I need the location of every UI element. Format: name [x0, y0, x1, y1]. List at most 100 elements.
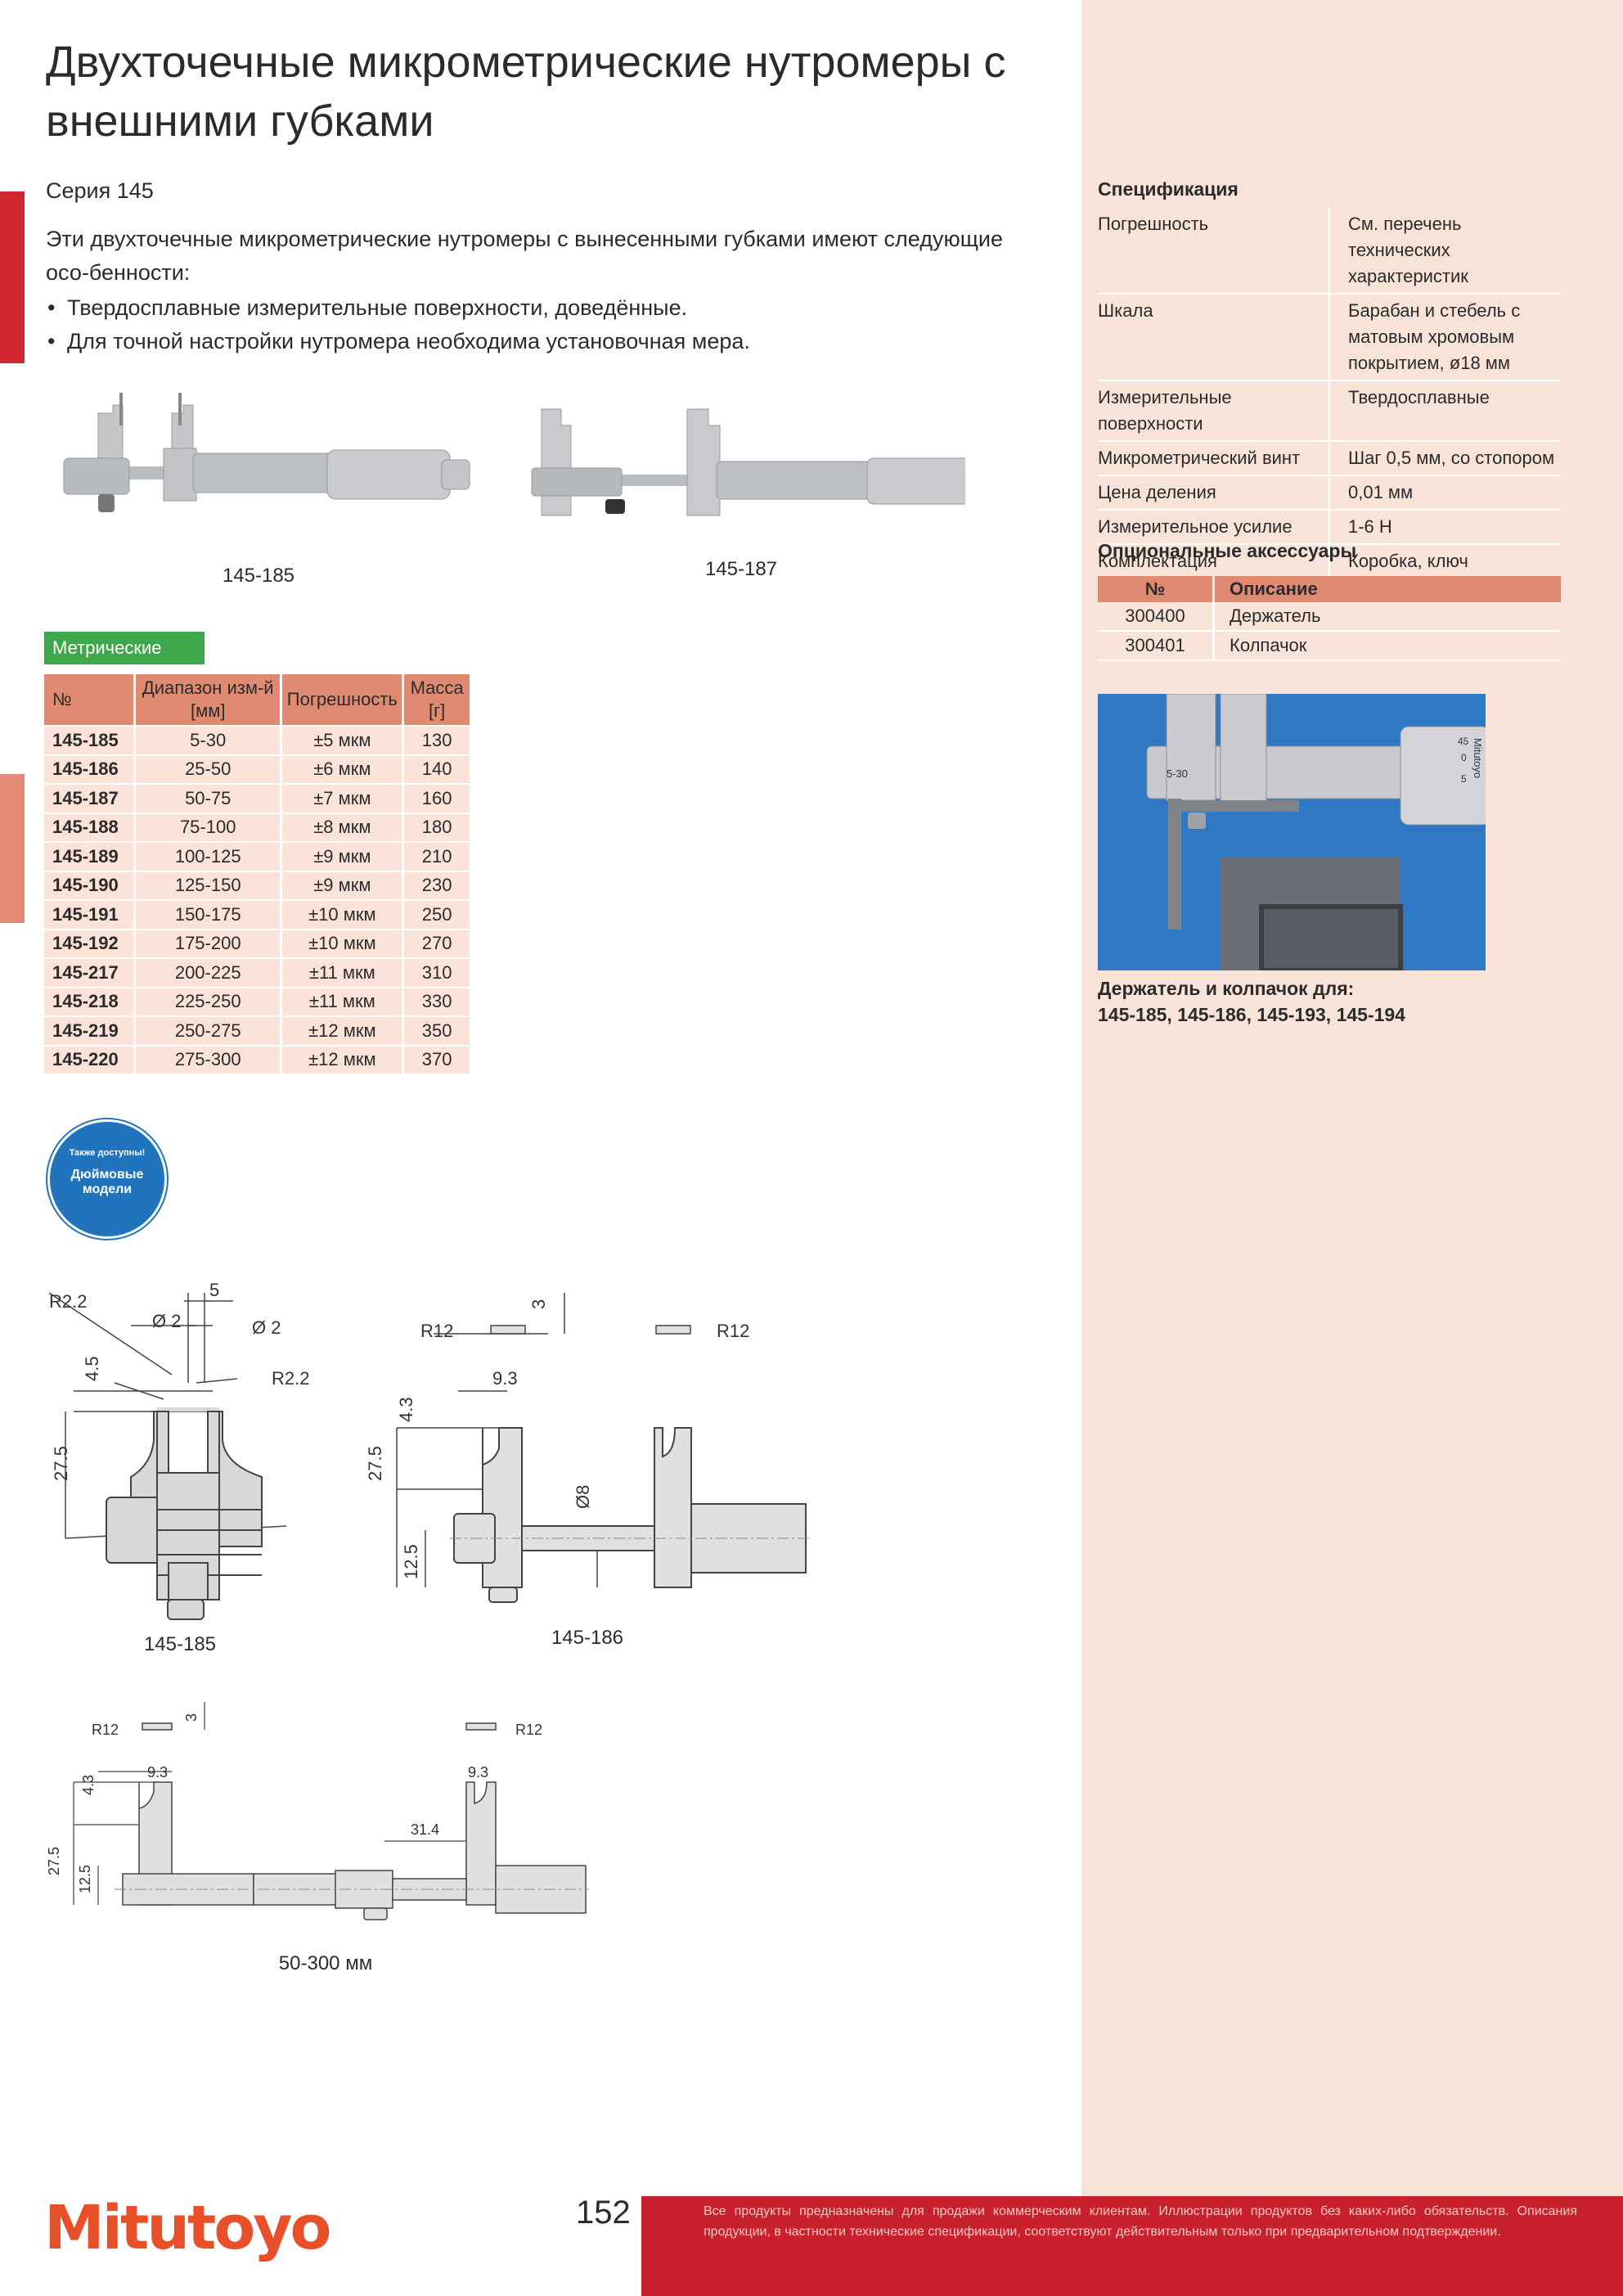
- table-header-row: № Диапазон изм-й [мм] Погрешность Масса …: [44, 674, 470, 726]
- dim-label: 9.3: [468, 1764, 488, 1781]
- table-cell: 370: [402, 1044, 470, 1074]
- product-photo-145-187: [531, 408, 965, 516]
- spec-key: Измерительные поверхности: [1098, 380, 1330, 442]
- spec-key: Микрометрический винт: [1098, 441, 1330, 476]
- dim-label: 27.5: [51, 1446, 71, 1481]
- table-cell: 180: [402, 812, 470, 842]
- drawing-caption: 145-186: [551, 1627, 624, 1649]
- drawing-145-186: R12 3 R12 9.3 4.3 27.5 12.5 Ø8: [365, 1293, 810, 1603]
- spec-title: Спецификация: [1098, 178, 1239, 200]
- footer-bar: [641, 2196, 1623, 2296]
- holder-caption-line: 145-185, 145-186, 145-193, 145-194: [1098, 1004, 1405, 1025]
- table-cell: ±12 мкм: [281, 1015, 405, 1046]
- dim-label: 27.5: [365, 1446, 385, 1481]
- accessory-number: 300400: [1098, 602, 1215, 632]
- photo-scale-label: 0: [1461, 752, 1467, 763]
- table-cell: 150-175: [134, 899, 283, 930]
- drawing-caption: 145-185: [143, 1633, 217, 1655]
- feature-item: Твердосплавные измерительные поверхности…: [46, 291, 1036, 325]
- dim-label: Ø 2: [152, 1311, 181, 1331]
- model-number-cell: 145-186: [44, 754, 136, 784]
- spec-key: Погрешность: [1098, 208, 1330, 295]
- col-header: №: [1098, 576, 1215, 602]
- table-cell: 75-100: [134, 812, 283, 842]
- accessory-number: 300401: [1098, 631, 1215, 661]
- model-number-cell: 145-192: [44, 928, 136, 958]
- photo-range-label: 5-30: [1167, 768, 1188, 780]
- model-number-cell: 145-217: [44, 957, 136, 988]
- table-cell: ±6 мкм: [281, 754, 405, 784]
- dim-label: R12: [717, 1321, 749, 1341]
- table-cell: ±10 мкм: [281, 928, 405, 958]
- series-label: Серия 145: [46, 178, 154, 203]
- spec-value: Барабан и стебель с матовым хромовым пок…: [1329, 294, 1561, 381]
- table-cell: 250-275: [134, 1015, 283, 1046]
- drawing-50-300: R12 3 R12 9.3 9.3 4.3 27.5 12.5 31.4: [46, 1702, 589, 1920]
- drawing-caption: 50-300 мм: [278, 1952, 373, 1974]
- model-number-cell: 145-190: [44, 870, 136, 900]
- table-cell: 175-200: [134, 928, 283, 958]
- table-cell: ±9 мкм: [281, 870, 405, 900]
- intro-text: Эти двухточечные микрометрические нутром…: [46, 227, 1004, 285]
- table-cell: ±7 мкм: [281, 783, 405, 813]
- dim-label: 4.5: [82, 1356, 102, 1381]
- model-number-cell: 145-185: [44, 725, 136, 755]
- spec-key: Шкала: [1098, 294, 1330, 381]
- accessories-title: Опциональные аксессуары: [1098, 540, 1357, 561]
- inch-models-badge: Также доступны! Дюймовые модели: [47, 1119, 167, 1239]
- dim-label: 4.3: [80, 1775, 97, 1795]
- table-cell: 210: [402, 841, 470, 871]
- holder-caption: Держатель и колпачок для: 145-185, 145-1…: [1098, 975, 1405, 1028]
- dim-label: 9.3: [147, 1764, 168, 1781]
- model-number-cell: 145-219: [44, 1015, 136, 1046]
- table-cell: 100-125: [134, 841, 283, 871]
- model-number-cell: 145-189: [44, 841, 136, 871]
- spec-value: 1-6 Н: [1329, 510, 1561, 545]
- feature-list: Твердосплавные измерительные поверхности…: [46, 291, 1036, 358]
- page-number: 152: [576, 2195, 631, 2231]
- model-number-cell: 145-191: [44, 899, 136, 930]
- table-header-row: № Описание: [1098, 576, 1561, 602]
- product-photo-145-185: [63, 393, 470, 512]
- section-marker-salmon: [0, 774, 25, 923]
- table-cell: 140: [402, 754, 470, 784]
- dim-label: 5: [209, 1280, 219, 1300]
- model-number-cell: 145-220: [44, 1044, 136, 1074]
- model-number-cell: 145-218: [44, 986, 136, 1016]
- accessory-description: Колпачок: [1213, 631, 1561, 661]
- spec-value: 0,01 мм: [1329, 475, 1561, 511]
- dim-label: R2.2: [272, 1368, 309, 1389]
- table-cell: ±9 мкм: [281, 841, 405, 871]
- spec-value: См. перечень технических характеристик: [1329, 208, 1561, 295]
- table-cell: 310: [402, 957, 470, 988]
- table-cell: 130: [402, 725, 470, 755]
- mitutoyo-logo: Mitutoyo: [44, 2193, 331, 2263]
- dim-label: R12: [420, 1321, 453, 1341]
- holder-photo: 5-30 45 0 5 Mitutoyo: [1098, 694, 1486, 970]
- dim-label: 3: [183, 1713, 200, 1722]
- feature-item: Для точной настройки нутромера необходим…: [46, 325, 1036, 358]
- col-header: Погрешность: [281, 674, 405, 726]
- table-cell: ±11 мкм: [281, 986, 405, 1016]
- dim-label: R2.2: [49, 1291, 87, 1312]
- table-cell: 270: [402, 928, 470, 958]
- table-cell: ±10 мкм: [281, 899, 405, 930]
- table-cell: 330: [402, 986, 470, 1016]
- table-cell: 50-75: [134, 783, 283, 813]
- dim-label: 4.3: [396, 1397, 416, 1422]
- dim-label: R12: [92, 1722, 119, 1738]
